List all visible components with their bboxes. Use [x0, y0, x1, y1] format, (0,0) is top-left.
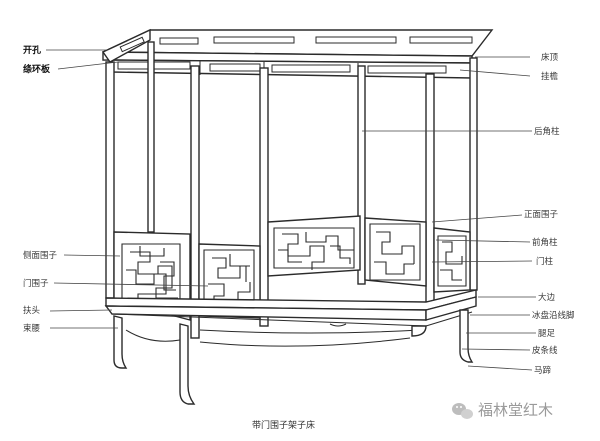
- label-menzhu: 门柱: [536, 256, 554, 267]
- label-qianjiaozhu: 前角柱: [532, 237, 558, 248]
- watermark: 福林堂红木: [452, 401, 553, 419]
- label-cemianweizi: 侧面围子: [23, 250, 58, 261]
- figure-caption: 带门围子架子床: [252, 419, 315, 431]
- label-futou: 扶头: [23, 305, 41, 316]
- label-chuangding: 床顶: [541, 52, 559, 63]
- label-chuanhuanban: 绦环板: [23, 63, 51, 75]
- watermark-text: 福林堂红木: [478, 401, 553, 419]
- label-menweizi: 门围子: [23, 278, 49, 289]
- right-lattice: [364, 217, 471, 293]
- label-pitiaoxian: 皮条线: [532, 345, 558, 356]
- label-mati: 马蹄: [534, 365, 552, 376]
- label-dabian: 大边: [538, 292, 556, 303]
- label-tuizu: 腿足: [538, 329, 556, 339]
- left-labels: 开孔 绦环板 侧面围子 门围子 扶头 束腰: [23, 44, 58, 334]
- legs: [113, 309, 474, 405]
- label-bingpan: 冰盘沿线脚: [532, 310, 575, 321]
- wechat-icon: [452, 403, 473, 419]
- bed-seat: [104, 289, 477, 334]
- label-kaikong: 开孔: [23, 44, 41, 56]
- label-guayan: 挂檐: [541, 71, 559, 82]
- canopy-top: [101, 28, 494, 79]
- posts: [105, 41, 478, 339]
- label-houjiaozhu: 后角柱: [534, 126, 560, 137]
- label-shuyao: 束腰: [23, 324, 40, 334]
- back-lattice: [267, 215, 361, 277]
- right-labels: 床顶 挂檐 后角柱 正面围子 前角柱 门柱 大边 冰盘沿线脚 腿足 皮条线 马蹄: [524, 52, 575, 376]
- label-zhengmianweizi: 正面围子: [524, 210, 559, 220]
- leader-lines: [46, 49, 536, 371]
